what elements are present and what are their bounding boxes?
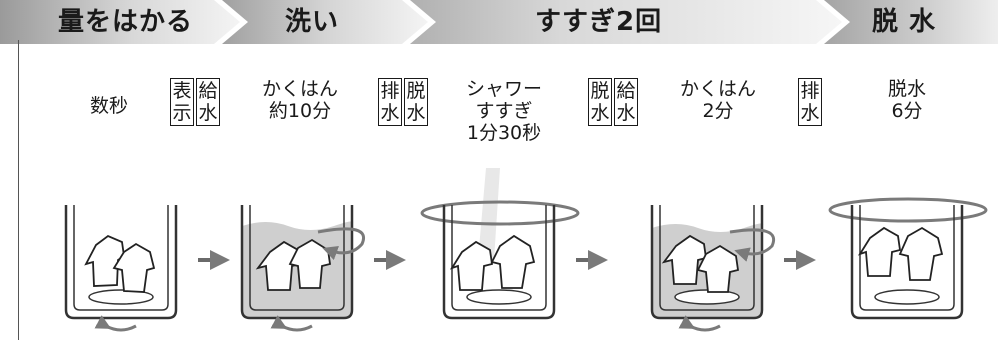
phase-label-rinse: すすぎ2回 bbox=[535, 7, 663, 37]
box-group-display-fill: 表示 給水 bbox=[170, 78, 220, 126]
left-border-line bbox=[18, 40, 19, 340]
box-water-fill-2: 給水 bbox=[614, 78, 638, 126]
box-drain-2: 排水 bbox=[798, 78, 822, 126]
step-duration-measure: 数秒 bbox=[90, 95, 129, 117]
phase-banner bbox=[0, 0, 998, 44]
box-spin-2: 脱水 bbox=[588, 78, 612, 126]
tub-measure bbox=[64, 205, 178, 332]
phase-segment-spin bbox=[824, 0, 998, 44]
box-group-spin-fill: 脱水 給水 bbox=[588, 78, 638, 126]
box-group-drain-spin: 排水 脱水 bbox=[378, 78, 428, 126]
box-water-fill: 給水 bbox=[196, 78, 220, 126]
phase-label-spin: 脱 水 bbox=[872, 7, 937, 37]
phase-label-wash: 洗い bbox=[285, 7, 340, 37]
tub-rinse-agitate bbox=[650, 205, 775, 332]
box-group-drain-final: 排水 bbox=[798, 78, 822, 126]
tub-wash bbox=[240, 205, 365, 332]
box-spin: 脱水 bbox=[404, 78, 428, 126]
box-display: 表示 bbox=[170, 78, 194, 126]
tub-spin bbox=[828, 197, 988, 320]
phase-segment-rinse bbox=[410, 0, 842, 44]
phase-segment-measure bbox=[0, 0, 240, 44]
tub-shower-rinse bbox=[420, 168, 580, 320]
phase-segment-wash bbox=[222, 0, 428, 44]
step-wash-agitate: かくはん約10分 bbox=[262, 78, 339, 122]
box-drain: 排水 bbox=[378, 78, 402, 126]
phase-label-measure: 量をはかる bbox=[58, 7, 194, 37]
